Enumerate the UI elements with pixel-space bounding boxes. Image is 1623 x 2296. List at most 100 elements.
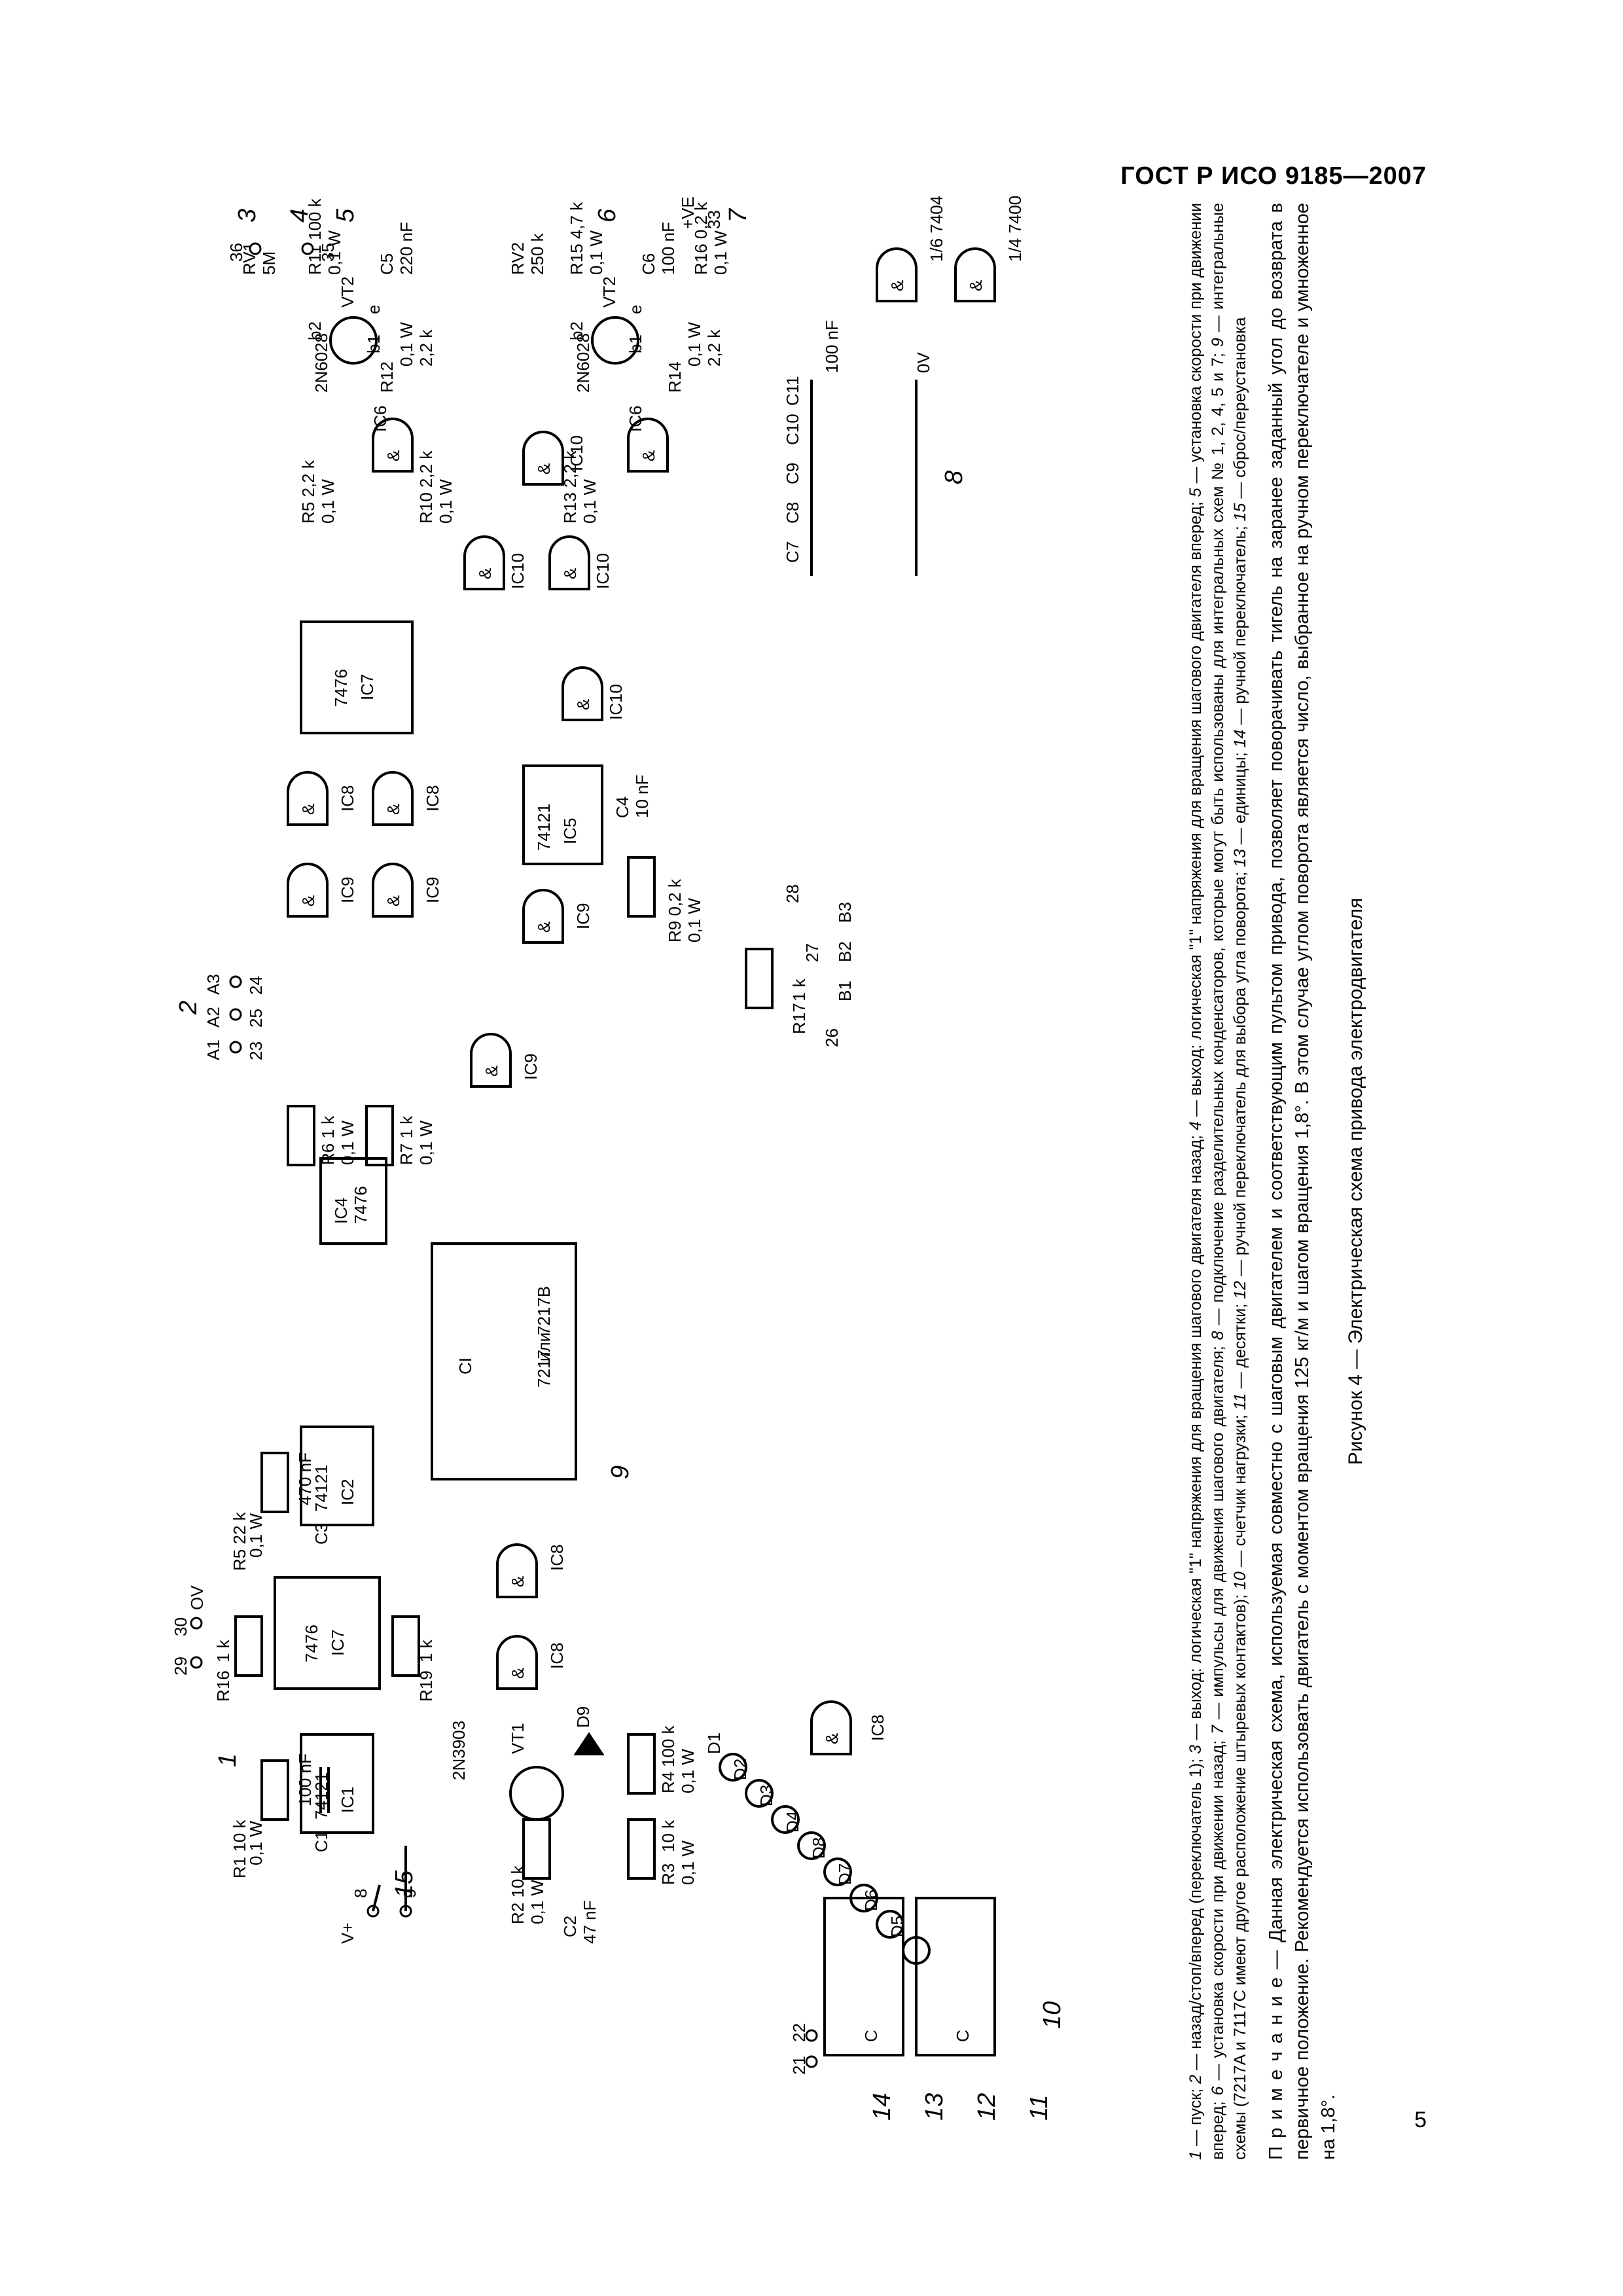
callout-13: 13 bbox=[921, 2093, 948, 2121]
gate-ic9-c: & IC9 bbox=[470, 1033, 541, 1088]
ic7a-ref: IC7 bbox=[328, 1630, 348, 1656]
terminal-35: 35 bbox=[318, 243, 338, 262]
chip-ic2: 74121 IC2 R5 22 k 0,1 W C3 470 nF bbox=[230, 1426, 374, 1571]
b2-pin-a: b2 bbox=[305, 321, 325, 340]
gate-symbol: & bbox=[383, 804, 403, 815]
resistor-r9 bbox=[627, 856, 656, 918]
r3-watt: 0,1 W bbox=[678, 1840, 698, 1885]
diode-d9 bbox=[573, 1732, 605, 1755]
gate-label: IC10 bbox=[567, 435, 586, 471]
gate-label: IC9 bbox=[573, 903, 593, 929]
legend-7404: 1/6 7404 bbox=[927, 196, 946, 262]
c4-label: C4 bbox=[613, 797, 632, 818]
b1-label: B1 bbox=[835, 980, 855, 1001]
callout-11: 11 bbox=[1026, 2095, 1053, 2121]
gate-symbol: & bbox=[573, 699, 593, 710]
reset-switch: 8 9 V+ bbox=[338, 1846, 419, 1944]
r13-watt: 0,1 W bbox=[580, 479, 599, 524]
gate-ic10-a: & IC10 bbox=[463, 535, 527, 590]
zero-v-label: 0V bbox=[914, 352, 933, 373]
gate-symbol: & bbox=[383, 450, 403, 461]
r4-value: 100 k bbox=[658, 1725, 678, 1767]
r1-watt: 0,1 W bbox=[246, 1821, 266, 1865]
r16b-watt: 0,1 W bbox=[711, 230, 730, 275]
ic2-ref: IC2 bbox=[338, 1479, 357, 1505]
switch-b: R17 1 k B1 B2 B3 26 27 28 bbox=[745, 884, 855, 1047]
terminal-28: 28 bbox=[783, 884, 802, 903]
c2-value: 47 nF bbox=[580, 1901, 599, 1945]
legend-item-7: 7 — импульсы для движения шагового двига… bbox=[1209, 1340, 1227, 1734]
oscillator-reverse: VT2 2N6028 RV2 250 k R15 4,7 k 0,1 W C6 … bbox=[508, 196, 752, 524]
resistor-r7 bbox=[365, 1105, 394, 1166]
chip-ic4: IC4 7476 bbox=[319, 1157, 387, 1245]
terminal-36: 36 bbox=[226, 243, 246, 262]
legend-item-10: 10 — счетчик нагрузки; bbox=[1231, 1410, 1249, 1590]
cbank-value: 100 nF bbox=[822, 320, 842, 373]
r10-watt: 0,1 W bbox=[436, 479, 455, 524]
gate-symbol: & bbox=[534, 922, 554, 933]
r19-value: 1 k bbox=[416, 1639, 436, 1662]
gate-label: IC8 bbox=[547, 1545, 567, 1571]
legend-item-8: 8 — подключение разделительных конденсат… bbox=[1209, 347, 1227, 1340]
gate-label: IC8 bbox=[338, 785, 357, 812]
r13-label: R13 2,2 k bbox=[560, 450, 580, 524]
outputs: 36 35 3 4 bbox=[226, 209, 338, 262]
resistor-r1 bbox=[260, 1759, 289, 1821]
gate-label: IC10 bbox=[606, 684, 626, 720]
svg-text:D4: D4 bbox=[783, 1811, 802, 1833]
ic1-ref: IC1 bbox=[338, 1787, 357, 1813]
chip-ic1: 74121 IC1 R1 10 k 0,1 W C1 100 nF bbox=[230, 1733, 374, 1878]
vplus-label: V+ bbox=[338, 1922, 357, 1944]
diode-d5: D5 bbox=[887, 1916, 931, 1965]
gate-ic9-a: & IC9 bbox=[287, 863, 357, 918]
resistor-r16a bbox=[234, 1615, 263, 1677]
c8-label: C8 bbox=[783, 502, 802, 524]
gate-label: IC10 bbox=[508, 553, 527, 589]
a1-label: A1 bbox=[204, 1039, 223, 1060]
diode-d6: D6 bbox=[861, 1890, 904, 1939]
rotated-figure-sheet: 15 1 8 9 V+ 74121 IC1 R1 10 k 0,1 W C1 1… bbox=[157, 196, 1387, 2160]
rv1-value: 5M bbox=[259, 251, 279, 275]
ujt-b-type: 2N6028 bbox=[573, 333, 593, 393]
counter-ci: CI bbox=[455, 1357, 475, 1374]
c3-label: C3 bbox=[312, 1523, 331, 1545]
terminal-25: 25 bbox=[246, 1009, 266, 1028]
resistor-r17 bbox=[745, 948, 774, 1009]
r4-label: R4 bbox=[658, 1772, 678, 1793]
terminal-8: 8 bbox=[351, 1889, 370, 1898]
gate-symbol: & bbox=[534, 463, 554, 475]
c3-value: 470 nF bbox=[295, 1452, 315, 1505]
resistor-r4 bbox=[627, 1733, 656, 1795]
counter-ic-7217: CI 7217 или 7217B 9 bbox=[431, 1242, 634, 1480]
callout-2: 2 bbox=[175, 1001, 202, 1015]
resistor-r5 bbox=[260, 1452, 289, 1513]
gate-symbol: & bbox=[482, 1066, 501, 1077]
gate-symbol: & bbox=[383, 895, 403, 906]
transistor-stage-vt1: VT1 2N3903 D9 R2 10 k 0,1 W R3 10 k 0,1 … bbox=[449, 1706, 698, 1944]
r12-label: R12 bbox=[377, 361, 397, 393]
gate-label: IC9 bbox=[338, 877, 357, 903]
legend-item-4: 4 — выход: логическая "1" напряжения для… bbox=[1186, 497, 1205, 1131]
terminal-24: 24 bbox=[246, 976, 266, 995]
gate-symbol: & bbox=[298, 804, 318, 815]
figure-note: П р и м е ч а н и е — Данная электрическ… bbox=[1263, 203, 1342, 2160]
chip-ic7-main: 7476 IC7 bbox=[300, 620, 414, 734]
legend-item-15: 15 — сброс/переустановка bbox=[1231, 317, 1249, 522]
r16a-value: 1 k bbox=[213, 1639, 233, 1662]
resistor-r3 bbox=[627, 1818, 656, 1880]
callout-10: 10 bbox=[1039, 2001, 1066, 2029]
gate-symbol: & bbox=[560, 568, 580, 579]
gate-ic9-d: & IC9 bbox=[522, 889, 593, 944]
svg-text:D3: D3 bbox=[757, 1785, 776, 1806]
direction-switch: A1 A2 A3 23 25 24 2 bbox=[175, 974, 266, 1060]
terminal-33: 33 bbox=[704, 210, 724, 229]
callout-8: 8 bbox=[940, 471, 968, 484]
r2-watt: 0,1 W bbox=[527, 1880, 547, 1924]
callout-6: 6 bbox=[594, 208, 621, 223]
ic7a-type: 7476 bbox=[302, 1624, 321, 1662]
c6-value: 100 nF bbox=[658, 222, 678, 275]
legend-item-13: 13 — единицы; bbox=[1231, 747, 1249, 867]
figure-caption: Рисунок 4 — Электрическая схема привода … bbox=[1345, 897, 1366, 1465]
gate-ic8-a: & IC8 bbox=[496, 1635, 567, 1690]
callout-14: 14 bbox=[868, 2093, 896, 2121]
